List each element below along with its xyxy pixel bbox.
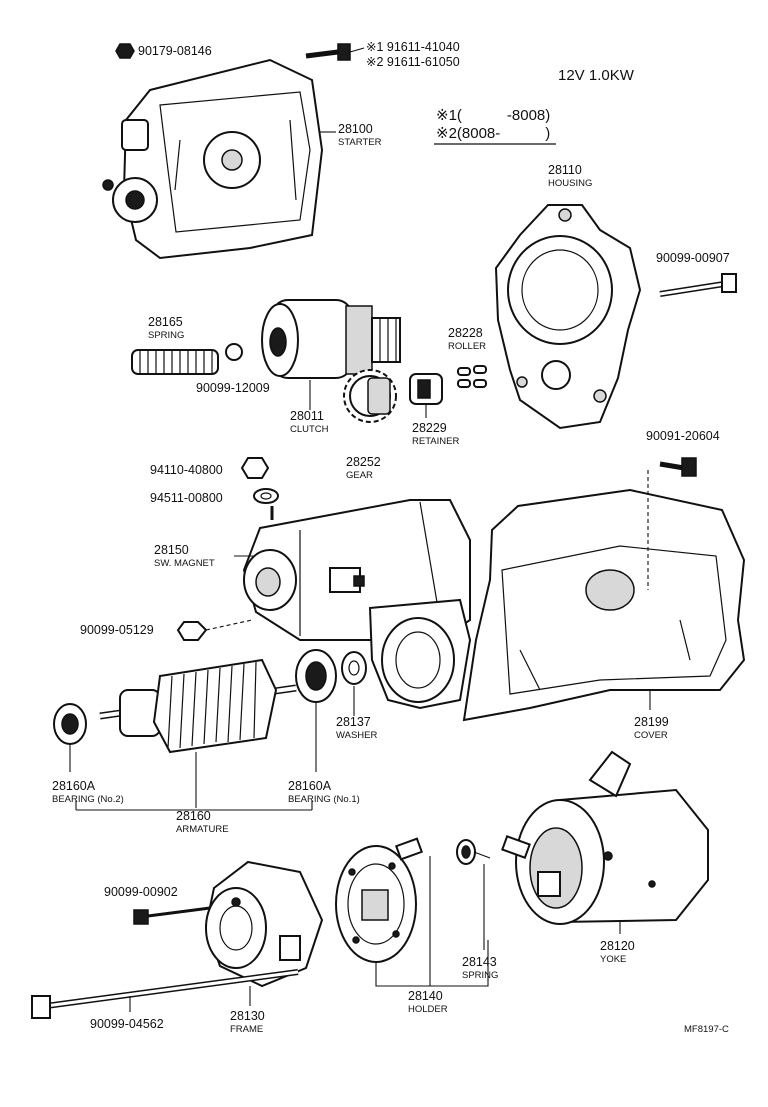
bearing-no1	[295, 649, 337, 703]
screw-90099-00902	[133, 906, 211, 925]
name-retainer: RETAINER	[412, 436, 459, 447]
starter-assembly	[102, 58, 324, 260]
label-28011: 28011	[290, 409, 324, 423]
label-94511-00800: 94511-00800	[150, 491, 223, 505]
name-bearing-no1: BEARING (No.1)	[288, 794, 360, 805]
label-28160a-no2: 28160A	[52, 779, 96, 793]
nut-90099-05129	[176, 621, 208, 641]
serial-note-1: ※1( -8008)	[436, 107, 550, 124]
name-spring-28165: SPRING	[148, 330, 184, 341]
spring-28165	[131, 349, 219, 375]
label-90091-20604: 90091-20604	[646, 429, 720, 443]
spring-28143	[456, 839, 491, 865]
label-28199: 28199	[634, 715, 669, 729]
serial-note-2: ※2(8008- )	[436, 125, 550, 142]
dashed-guide-05129	[205, 619, 253, 631]
label-28229: 28229	[412, 421, 447, 435]
label-28140: 28140	[408, 989, 443, 1003]
name-cover: COVER	[634, 730, 668, 741]
holder-28140	[335, 835, 531, 963]
name-spring-28143: SPRING	[462, 970, 498, 981]
label-28228: 28228	[448, 326, 483, 340]
name-housing: HOUSING	[548, 178, 592, 189]
label-90099-05129: 90099-05129	[80, 623, 154, 637]
washer-94511-00800	[253, 488, 279, 504]
label-28252: 28252	[346, 455, 381, 469]
label-28143: 28143	[462, 955, 497, 969]
label-90099-00907: 90099-00907	[656, 251, 730, 265]
through-bolt-90099-04562	[31, 969, 299, 1019]
label-90099-04562: 90099-04562	[90, 1017, 164, 1031]
label-28100: 28100	[338, 122, 373, 136]
holder-bracket	[375, 940, 489, 987]
armature-28160	[99, 658, 297, 754]
name-clutch: CLUTCH	[290, 424, 329, 435]
name-armature: ARMATURE	[176, 824, 229, 835]
spec-label: 12V 1.0KW	[558, 67, 635, 84]
ball-90099-12009	[225, 343, 243, 361]
name-starter: STARTER	[338, 137, 382, 148]
bolt-variant-1: ※1 91611-41040	[366, 40, 460, 54]
name-yoke: YOKE	[600, 954, 626, 965]
name-washer: WASHER	[336, 730, 377, 741]
bolt-variant-2: ※2 91611-61050	[366, 55, 460, 69]
bolt-90099-00907	[659, 273, 737, 297]
gear-28252	[343, 369, 397, 423]
label-28165: 28165	[148, 315, 183, 329]
label-28120: 28120	[600, 939, 635, 953]
yoke-28120	[515, 750, 709, 925]
name-frame: FRAME	[230, 1024, 263, 1035]
rollers-28228	[457, 365, 487, 388]
label-28110: 28110	[548, 163, 582, 177]
nut-94110-40800	[240, 457, 270, 479]
frame-28130	[204, 860, 324, 988]
label-28160a-no1: 28160A	[288, 779, 332, 793]
figure-code: MF8197-C	[684, 1024, 729, 1035]
label-90099-12009: 90099-12009	[196, 381, 270, 395]
name-holder: HOLDER	[408, 1004, 448, 1015]
label-28130: 28130	[230, 1009, 265, 1023]
nut-90179-08146	[115, 43, 135, 59]
cover-28199	[462, 488, 746, 722]
label-28160: 28160	[176, 809, 211, 823]
solenoid-switch-28150	[242, 499, 472, 710]
retainer-28229	[409, 373, 443, 405]
name-roller: ROLLER	[448, 341, 486, 352]
label-90179-08146: 90179-08146	[138, 44, 212, 58]
label-94110-40800: 94110-40800	[150, 463, 223, 477]
label-28150: 28150	[154, 543, 189, 557]
name-sw-magnet: SW. MAGNET	[154, 558, 215, 569]
washer-28137	[341, 651, 367, 685]
label-28137: 28137	[336, 715, 371, 729]
clutch-28011	[261, 299, 401, 379]
name-gear: GEAR	[346, 470, 373, 481]
bearing-no2	[53, 703, 87, 745]
housing	[494, 204, 642, 430]
leader-bolt-91611	[349, 47, 365, 53]
bolt-90091-20604	[659, 457, 697, 477]
label-90099-00902: 90099-00902	[104, 885, 178, 899]
bolt-91611	[305, 43, 351, 61]
name-bearing-no2: BEARING (No.2)	[52, 794, 124, 805]
